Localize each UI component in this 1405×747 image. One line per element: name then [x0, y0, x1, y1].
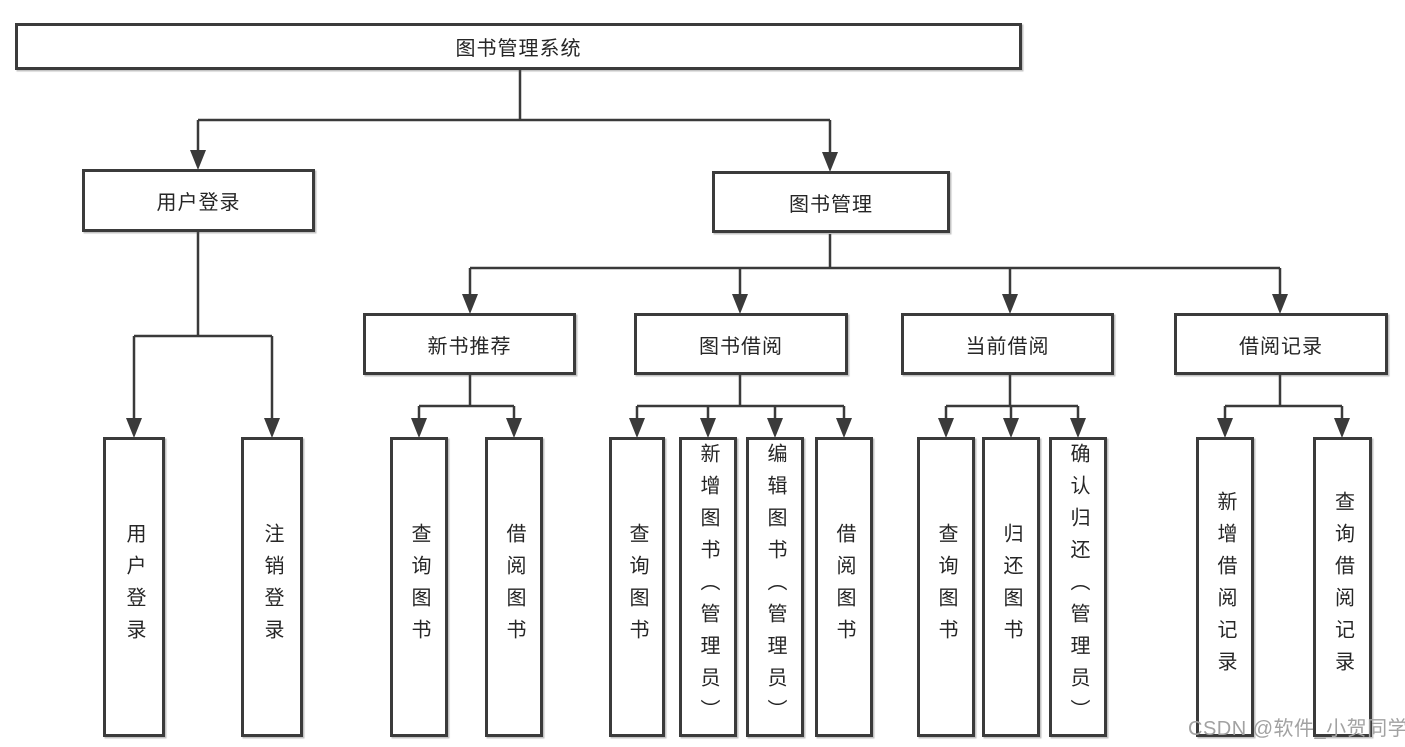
node-user-login-label: 用户登录: [156, 192, 241, 214]
leaf-br-query-record-label: 查询借阅记录: [1331, 491, 1354, 683]
leaf-bb-edit-books-admin-label: 编辑图书（管理员）: [764, 443, 786, 731]
leaf-user-login-label: 用户登录: [123, 523, 145, 651]
leaf-bb-query-books-label: 查询图书: [626, 523, 648, 651]
leaf-br-query-record: 查询借阅记录: [1313, 437, 1372, 737]
node-book-management-label: 图书管理: [789, 193, 873, 216]
watermark: CSDN @软件_小贺同学: [1188, 718, 1405, 740]
node-user-login: 用户登录: [82, 169, 315, 232]
leaf-cb-query-books-label: 查询图书: [935, 523, 957, 651]
node-root-label: 图书管理系统: [455, 38, 582, 60]
node-new-book-recommend: 新书推荐: [363, 313, 576, 375]
node-current-borrow: 当前借阅: [901, 313, 1114, 375]
node-borrow-records: 借阅记录: [1174, 313, 1388, 375]
leaf-cb-confirm-return-admin-label: 确认归还（管理员）: [1067, 443, 1089, 731]
leaf-logout: 注销登录: [241, 437, 303, 737]
leaf-user-login: 用户登录: [103, 437, 165, 737]
node-book-borrow-label: 图书借阅: [699, 335, 783, 358]
leaf-cb-return-books-label: 归还图书: [1000, 523, 1022, 651]
leaf-cb-query-books: 查询图书: [917, 437, 975, 737]
leaf-br-add-record: 新增借阅记录: [1196, 437, 1254, 737]
node-book-management: 图书管理: [712, 171, 950, 233]
leaf-nbr-query-books: 查询图书: [390, 437, 448, 737]
leaf-bb-add-books-admin-label: 新增图书（管理员）: [697, 443, 719, 731]
node-book-borrow: 图书借阅: [634, 313, 848, 375]
leaf-bb-borrow-books-label: 借阅图书: [833, 523, 855, 651]
leaf-bb-add-books-admin: 新增图书（管理员）: [679, 437, 737, 737]
leaf-bb-borrow-books: 借阅图书: [815, 437, 873, 737]
leaf-br-add-record-label: 新增借阅记录: [1214, 491, 1236, 683]
leaf-cb-return-books: 归还图书: [982, 437, 1040, 737]
leaf-cb-confirm-return-admin: 确认归还（管理员）: [1049, 437, 1107, 737]
node-new-book-recommend-label: 新书推荐: [427, 335, 512, 358]
leaf-logout-label: 注销登录: [261, 523, 283, 651]
node-current-borrow-label: 当前借阅: [965, 335, 1050, 358]
leaf-nbr-query-books-label: 查询图书: [408, 523, 430, 651]
leaf-bb-query-books: 查询图书: [609, 437, 665, 737]
leaf-bb-edit-books-admin: 编辑图书（管理员）: [746, 437, 804, 737]
node-borrow-records-label: 借阅记录: [1239, 335, 1323, 358]
node-root: 图书管理系统: [15, 23, 1022, 70]
leaf-nbr-borrow-books: 借阅图书: [485, 437, 543, 737]
leaf-nbr-borrow-books-label: 借阅图书: [503, 523, 525, 651]
